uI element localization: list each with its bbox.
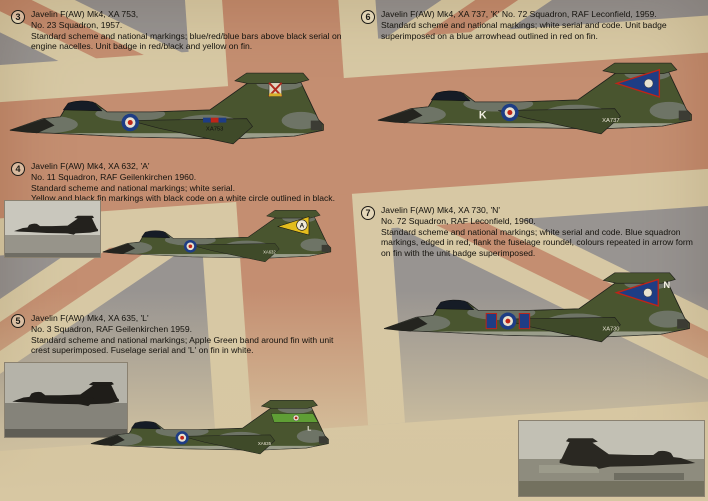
- entry-5-description: Standard scheme and national markings; A…: [31, 334, 334, 356]
- serial-text: XA632: [263, 249, 276, 254]
- entry-6-title: Javelin F(AW) Mk4, XA 737, 'K' No. 72 Sq…: [381, 9, 657, 19]
- entry-6-text: Javelin F(AW) Mk4, XA 737, 'K' No. 72 Sq…: [381, 9, 703, 41]
- fuselage-roundel: [121, 113, 139, 132]
- serial-text: XA635: [258, 441, 272, 446]
- entry-4-number: 4: [11, 162, 25, 176]
- entry-5-title: Javelin F(AW) Mk4, XA 635, 'L': [31, 313, 149, 323]
- entry-7-subtitle: No. 72 Squadron, RAF Leconfield, 1960.: [381, 215, 536, 226]
- photo-javelin-in-flight: [518, 420, 705, 497]
- entry-4-title: Javelin F(AW) Mk4, XA 632, 'A': [31, 161, 150, 171]
- entry-3-number: 3: [11, 10, 25, 24]
- fuselage-roundel: [184, 239, 197, 253]
- entry-3-text: Javelin F(AW) Mk4, XA 753, No. 23 Squadr…: [31, 9, 343, 52]
- entry-6-description: Standard scheme and national markings; w…: [381, 19, 667, 41]
- entry-5-number: 5: [11, 314, 25, 328]
- entry-7-title: Javelin F(AW) Mk4, XA 730, 'N': [381, 205, 501, 215]
- photo-javelin-parked: [4, 200, 101, 258]
- entry-3-title: Javelin F(AW) Mk4, XA 753,: [31, 9, 139, 19]
- code-letter: K: [479, 109, 487, 121]
- code-letter: A: [300, 223, 305, 230]
- entry-7-text: Javelin F(AW) Mk4, XA 730, 'N' No. 72 Sq…: [381, 205, 703, 259]
- entry-7-number: 7: [361, 206, 375, 220]
- entry-5-subtitle: No. 3 Squadron, RAF Geilenkirchen 1959.: [31, 323, 192, 334]
- entry-5-text: Javelin F(AW) Mk4, XA 635, 'L' No. 3 Squ…: [31, 313, 336, 356]
- code-letter: N: [663, 280, 670, 291]
- fuselage-roundel: [501, 103, 519, 122]
- code-letter: L: [307, 425, 311, 432]
- serial-text: XA753: [206, 126, 223, 132]
- aircraft-profile-xa737: K XA737: [374, 60, 704, 167]
- fin-band-no3sqn: [270, 413, 319, 423]
- serial-text: XA737: [602, 118, 619, 124]
- fuselage-roundel: [175, 431, 189, 445]
- entry-3-subtitle: No. 23 Squadron, 1957.: [31, 19, 123, 30]
- entry-4-text: Javelin F(AW) Mk4, XA 632, 'A' No. 11 Sq…: [31, 161, 349, 204]
- fin-badge-no23sqn: [268, 82, 283, 97]
- entry-4-subtitle: No. 11 Squadron, RAF Geilenkirchen 1960.: [31, 171, 197, 182]
- aircraft-profile-xa635: L XA635: [88, 398, 338, 479]
- serial-text: XA730: [602, 327, 619, 333]
- entry-6-number: 6: [361, 10, 375, 24]
- entry-3-description: Standard scheme and national markings; b…: [31, 30, 342, 52]
- aircraft-profile-xa632: A XA632: [100, 208, 340, 286]
- entry-4-description: Standard scheme and national markings; w…: [31, 182, 235, 193]
- fuselage-roundel: [499, 312, 517, 330]
- entry-7-description: Standard scheme and national markings; w…: [381, 226, 693, 259]
- nacelle-bars-blue-red-blue: [203, 117, 227, 123]
- aircraft-profile-xa730: N XA730: [380, 270, 702, 374]
